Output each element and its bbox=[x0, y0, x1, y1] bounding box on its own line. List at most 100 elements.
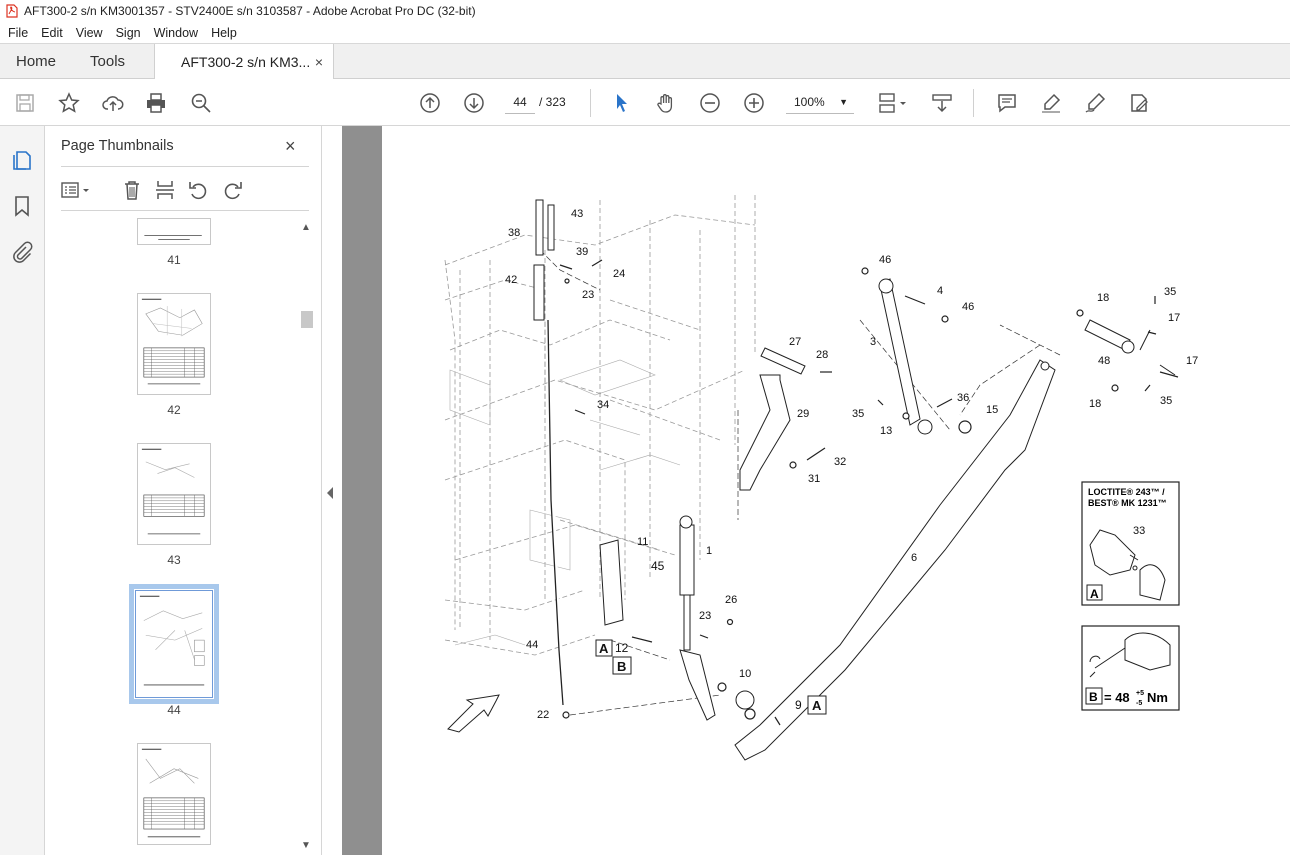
delete-page-icon[interactable] bbox=[119, 176, 145, 204]
scroll-mode-icon[interactable] bbox=[930, 91, 954, 115]
box-letter-a: A bbox=[599, 641, 609, 656]
loctite-box-letter: A bbox=[1090, 587, 1099, 601]
callout-32: 32 bbox=[834, 456, 846, 468]
loctite-text-line2: BEST® MK 1231™ bbox=[1088, 498, 1167, 508]
menu-edit[interactable]: Edit bbox=[41, 25, 63, 40]
callout-35: 35 bbox=[1164, 286, 1176, 298]
callout-6: 6 bbox=[911, 552, 917, 564]
callout-1: 1 bbox=[706, 545, 712, 557]
scroll-up-icon[interactable]: ▲ bbox=[301, 222, 311, 233]
previous-page-icon[interactable] bbox=[418, 91, 442, 115]
thumbnail-page-41[interactable] bbox=[137, 218, 211, 245]
tab-home[interactable]: Home bbox=[16, 52, 57, 70]
callout-36: 36 bbox=[957, 392, 969, 404]
navigation-rail bbox=[0, 126, 45, 855]
exploded-parts-diagram: 43 38 39 24 42 23 46 4 46 18 35 17 27 28… bbox=[444, 195, 1198, 761]
toolbar-divider bbox=[590, 89, 591, 117]
collapse-panel-icon[interactable] bbox=[327, 487, 333, 499]
thumbnail-label: 41 bbox=[167, 253, 181, 267]
thumbnail-label: 42 bbox=[167, 403, 181, 417]
torque-tolerance-plus: +5 bbox=[1136, 690, 1144, 697]
pdf-page: 43 38 39 24 42 23 46 4 46 18 35 17 27 28… bbox=[382, 126, 1290, 855]
callout-31: 31 bbox=[808, 473, 820, 485]
loctite-text-line1: LOCTITE® 243™ / bbox=[1088, 487, 1165, 497]
tab-bar: Home Tools AFT300-2 s/n KM3... × bbox=[0, 43, 1290, 79]
callout-18: 18 bbox=[1097, 292, 1109, 304]
callout-44: 44 bbox=[526, 639, 538, 651]
callout-39: 39 bbox=[576, 246, 588, 258]
zoom-out-icon[interactable] bbox=[698, 91, 722, 115]
wrench-hand-icon bbox=[1089, 632, 1171, 678]
callout-3: 3 bbox=[870, 336, 876, 348]
thumbnail-page-45[interactable] bbox=[137, 743, 211, 845]
print-icon[interactable] bbox=[144, 91, 168, 115]
thumbnail-scrollbar-thumb[interactable] bbox=[301, 311, 313, 328]
hand-tool-icon[interactable] bbox=[654, 91, 678, 115]
box-letter-b: B bbox=[617, 659, 626, 674]
callout-48: 48 bbox=[1098, 355, 1110, 367]
menu-bar: File Edit View Sign Window Help bbox=[0, 22, 1290, 43]
callout-18: 18 bbox=[1089, 398, 1101, 410]
close-panel-icon[interactable]: × bbox=[285, 136, 296, 156]
callout-43: 43 bbox=[571, 208, 583, 220]
main-toolbar bbox=[0, 80, 1290, 126]
zoom-level-value: 100% bbox=[794, 94, 825, 109]
loctite-callout: 33 bbox=[1133, 525, 1145, 537]
panel-divider bbox=[61, 166, 309, 167]
loctite-bottle-icon bbox=[1089, 529, 1166, 601]
bookmark-icon[interactable] bbox=[10, 194, 34, 218]
callout-9: 9 bbox=[795, 698, 802, 712]
menu-file[interactable]: File bbox=[8, 25, 29, 40]
comment-icon[interactable] bbox=[995, 91, 1019, 115]
menu-view[interactable]: View bbox=[75, 25, 103, 40]
menu-sign[interactable]: Sign bbox=[115, 25, 141, 40]
thumbnail-options-icon[interactable] bbox=[59, 176, 93, 204]
attachment-paperclip-icon[interactable] bbox=[10, 240, 34, 264]
thumbnail-label: 43 bbox=[167, 553, 181, 567]
tab-document[interactable]: AFT300-2 s/n KM3... × bbox=[154, 44, 335, 79]
zoom-level-dropdown[interactable]: 100% ▼ bbox=[786, 90, 854, 114]
callout-24: 24 bbox=[613, 268, 625, 280]
tab-close-icon[interactable]: × bbox=[314, 53, 324, 70]
page-display-icon[interactable] bbox=[876, 91, 910, 115]
draw-sign-icon[interactable] bbox=[1083, 91, 1107, 115]
callout-23: 23 bbox=[582, 289, 594, 301]
page-thumbnails-icon[interactable] bbox=[10, 148, 34, 172]
page-thumbnails-panel: Page Thumbnails × 41 42 bbox=[45, 126, 322, 855]
thumbnail-page-44[interactable] bbox=[129, 584, 219, 704]
page-total: / 323 bbox=[539, 95, 566, 109]
callout-46: 46 bbox=[879, 254, 891, 266]
fill-sign-icon[interactable] bbox=[1127, 91, 1151, 115]
thumbnail-page-42[interactable] bbox=[137, 293, 211, 395]
callout-45: 45 bbox=[651, 559, 665, 573]
torque-value: = 48 bbox=[1104, 690, 1130, 705]
insert-page-icon[interactable] bbox=[152, 176, 178, 204]
next-page-icon[interactable] bbox=[462, 91, 486, 115]
callout-29: 29 bbox=[797, 408, 809, 420]
callout-13: 13 bbox=[880, 425, 892, 437]
callout-4: 4 bbox=[937, 285, 943, 297]
callout-46: 46 bbox=[962, 301, 974, 313]
rotate-left-icon[interactable] bbox=[185, 176, 211, 204]
window-title: AFT300-2 s/n KM3001357 - STV2400E s/n 31… bbox=[24, 4, 476, 18]
callout-10: 10 bbox=[739, 668, 751, 680]
star-icon[interactable] bbox=[57, 91, 81, 115]
page-number-input[interactable]: 44 bbox=[505, 90, 535, 114]
scroll-down-icon[interactable]: ▼ bbox=[301, 840, 311, 851]
rotate-right-icon[interactable] bbox=[220, 176, 246, 204]
highlight-pen-icon[interactable] bbox=[1039, 91, 1063, 115]
tab-tools[interactable]: Tools bbox=[90, 52, 126, 70]
callout-23: 23 bbox=[699, 610, 711, 622]
acrobat-app-icon bbox=[6, 4, 18, 18]
torque-unit: Nm bbox=[1147, 690, 1168, 705]
thumbnail-page-43[interactable] bbox=[137, 443, 211, 545]
callout-11: 11 bbox=[637, 536, 648, 548]
zoom-in-icon[interactable] bbox=[742, 91, 766, 115]
save-icon[interactable] bbox=[13, 91, 37, 115]
zoom-search-icon[interactable] bbox=[189, 91, 213, 115]
upload-cloud-icon[interactable] bbox=[101, 91, 125, 115]
panel-divider bbox=[61, 210, 309, 211]
select-cursor-icon[interactable] bbox=[610, 91, 634, 115]
menu-help[interactable]: Help bbox=[211, 25, 237, 40]
menu-window[interactable]: Window bbox=[153, 25, 199, 40]
